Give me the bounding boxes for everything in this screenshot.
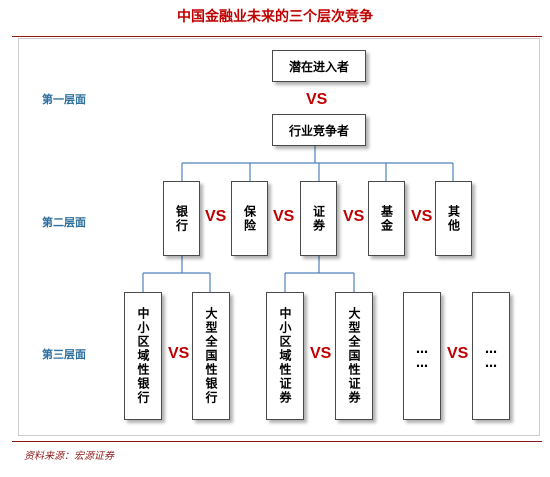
level-2-label: 第二层面	[42, 216, 86, 229]
level-3-label: 第三层面	[42, 348, 86, 361]
vs-insurance-securities: VS	[273, 208, 295, 225]
large-national-bank-box: 大型全国性银行	[192, 292, 230, 420]
large-national-bank-label: 大型全国性银行	[204, 307, 218, 405]
diagram-frame	[18, 38, 540, 436]
vs-securities: VS	[310, 345, 332, 362]
small-regional-bank-box: 中小区域性银行	[124, 292, 162, 420]
other-left-ellipsis: ……	[415, 342, 429, 370]
industry-competitors-box: 行业竞争者	[272, 114, 366, 146]
vs-others: VS	[447, 345, 469, 362]
large-national-securities-label: 大型全国性证券	[347, 307, 361, 405]
diagram-title: 中国金融业未来的三个层次竞争	[177, 9, 373, 25]
other-right-box: ……	[472, 292, 510, 420]
sector-securities-box: 证券	[300, 181, 337, 256]
sector-fund-box: 基金	[368, 181, 405, 256]
other-left-box: ……	[403, 292, 441, 420]
small-regional-bank-label: 中小区域性银行	[136, 307, 150, 405]
sector-other-box: 其他	[435, 181, 472, 256]
source-note: 资料来源：宏源证券	[24, 451, 114, 462]
other-right-ellipsis: ……	[484, 342, 498, 370]
sector-insurance-label: 保险	[242, 204, 257, 233]
potential-entrants-box: 潜在进入者	[272, 50, 366, 82]
vs-bank-insurance: VS	[205, 208, 227, 225]
vs-entrants-competitors: VS	[306, 91, 328, 108]
sector-fund-label: 基金	[379, 204, 394, 233]
vs-banks: VS	[168, 345, 190, 362]
small-regional-securities-label: 中小区域性证券	[278, 307, 292, 405]
sector-bank-box: 银行	[163, 181, 200, 256]
vs-fund-other: VS	[411, 208, 433, 225]
top-rule	[12, 36, 542, 37]
sector-securities-label: 证券	[311, 204, 326, 233]
sector-insurance-box: 保险	[231, 181, 268, 256]
bottom-rule	[12, 441, 542, 442]
large-national-securities-box: 大型全国性证券	[335, 292, 373, 420]
level-1-label: 第一层面	[42, 93, 86, 106]
small-regional-securities-box: 中小区域性证券	[266, 292, 304, 420]
sector-other-label: 其他	[446, 204, 461, 233]
vs-securities-fund: VS	[343, 208, 365, 225]
sector-bank-label: 银行	[174, 204, 189, 233]
